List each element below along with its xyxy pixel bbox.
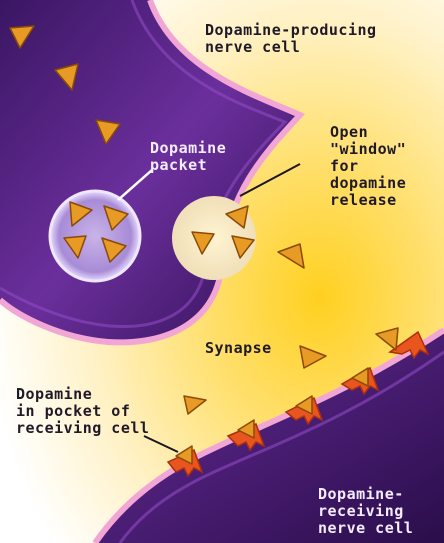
label-line: Open — [330, 124, 406, 141]
label-line: "window" — [330, 141, 406, 158]
label-packet: Dopamine packet — [150, 140, 226, 174]
label-line: Synapse — [205, 340, 272, 357]
dopamine-packet — [50, 191, 140, 281]
label-line: in pocket of — [16, 403, 149, 420]
label-line: Dopamine — [16, 386, 149, 403]
label-line: receiving — [318, 503, 413, 520]
label-line: release — [330, 192, 406, 209]
label-window: Open "window" for dopamine release — [330, 124, 406, 209]
label-line: Dopamine-producing — [205, 22, 377, 39]
label-line: nerve cell — [318, 520, 413, 537]
label-pocket: Dopamine in pocket of receiving cell — [16, 386, 149, 437]
label-line: for — [330, 158, 406, 175]
label-line: dopamine — [330, 175, 406, 192]
label-line: nerve cell — [205, 39, 377, 56]
label-line: packet — [150, 157, 226, 174]
label-producing-cell: Dopamine-producing nerve cell — [205, 22, 377, 56]
label-line: receiving cell — [16, 420, 149, 437]
label-receiving-cell: Dopamine- receiving nerve cell — [318, 486, 413, 537]
label-line: Dopamine- — [318, 486, 413, 503]
label-line: Dopamine — [150, 140, 226, 157]
label-synapse: Synapse — [205, 340, 272, 357]
